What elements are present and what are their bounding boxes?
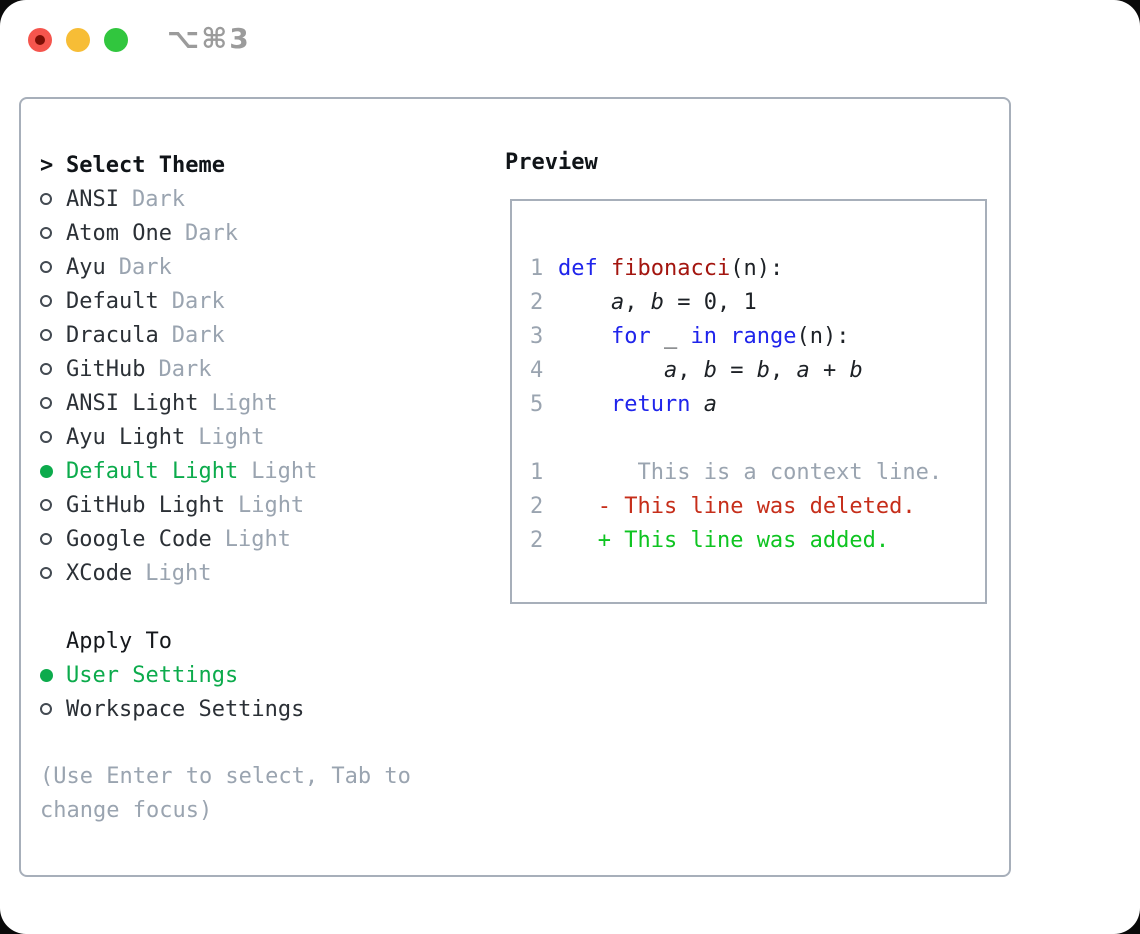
apply-to-option-workspace-settings[interactable]: Workspace Settings (40, 692, 490, 726)
preview-line: 5 return a (530, 388, 985, 422)
theme-option-default-light[interactable]: Default Light Light (40, 454, 490, 488)
line-number: 5 (530, 392, 544, 417)
apply-to-title: Apply To (66, 628, 172, 654)
radio-selected-icon (40, 464, 66, 478)
preview-title: Preview (505, 150, 598, 175)
preview-line (530, 422, 985, 456)
preview-line: 2 a, b = 0, 1 (530, 286, 985, 320)
line-number: 1 (530, 460, 544, 485)
theme-name: GitHub (66, 356, 146, 382)
preview-line: 2 - This line was deleted. (530, 490, 985, 524)
theme-variant: Dark (158, 356, 212, 382)
minimize-button[interactable] (66, 28, 90, 52)
radio-icon (40, 499, 66, 511)
line-number: 2 (530, 494, 544, 519)
traffic-lights (28, 28, 128, 52)
theme-option-github[interactable]: GitHub Dark (40, 352, 490, 386)
theme-option-ansi[interactable]: ANSI Dark (40, 182, 490, 216)
theme-option-google-code[interactable]: Google Code Light (40, 522, 490, 556)
theme-option-ayu[interactable]: Ayu Dark (40, 250, 490, 284)
theme-option-ansi-light[interactable]: ANSI Light Light (40, 386, 490, 420)
close-button[interactable] (28, 28, 52, 52)
radio-icon (40, 193, 66, 205)
theme-name: ANSI Light (66, 390, 199, 416)
theme-option-dracula[interactable]: Dracula Dark (40, 318, 490, 352)
theme-name: GitHub Light (66, 492, 225, 518)
theme-option-xcode[interactable]: XCode Light (40, 556, 490, 590)
preview-line: 2 + This line was added. (530, 524, 985, 558)
radio-icon (40, 261, 66, 273)
focus-pointer-icon: > (40, 152, 54, 178)
theme-name: Default Light (66, 458, 239, 484)
theme-option-github-light[interactable]: GitHub Light Light (40, 488, 490, 522)
window-shortcut-label: ⌥⌘3 (167, 22, 251, 55)
theme-variant: Dark (171, 288, 225, 314)
theme-variant: Light (198, 424, 265, 450)
radio-icon (40, 363, 66, 375)
preview-line: 3 for _ in range(n): (530, 320, 985, 354)
theme-name: Dracula (66, 322, 159, 348)
line-number: 2 (530, 528, 544, 553)
theme-variant: Light (251, 458, 318, 484)
apply-to-option-label: User Settings (66, 662, 239, 688)
theme-variant: Dark (118, 254, 172, 280)
theme-name: Atom One (66, 220, 172, 246)
radio-icon (40, 567, 66, 579)
apply-to-option-user-settings[interactable]: User Settings (40, 658, 490, 692)
theme-option-default[interactable]: Default Dark (40, 284, 490, 318)
spacer (40, 590, 490, 624)
select-theme-title: Select Theme (66, 152, 225, 178)
theme-name: Default (66, 288, 159, 314)
radio-selected-icon (40, 668, 66, 682)
theme-variant: Light (224, 526, 291, 552)
theme-option-ayu-light[interactable]: Ayu Light Light (40, 420, 490, 454)
select-theme-header: > Select Theme (40, 148, 490, 182)
radio-icon (40, 227, 66, 239)
theme-name: ANSI (66, 186, 119, 212)
theme-variant: Dark (131, 186, 185, 212)
apply-to-header: Apply To (40, 624, 490, 658)
line-number: 2 (530, 290, 544, 315)
radio-icon (40, 295, 66, 307)
titlebar: ⌥⌘3 (0, 0, 1140, 80)
theme-name: XCode (66, 560, 133, 586)
zoom-button[interactable] (104, 28, 128, 52)
theme-option-atom-one[interactable]: Atom One Dark (40, 216, 490, 250)
theme-variant: Light (145, 560, 212, 586)
theme-name: Google Code (66, 526, 212, 552)
radio-icon (40, 431, 66, 443)
line-number: 1 (530, 256, 544, 281)
keyboard-hint: (Use Enter to select, Tab to change focu… (40, 764, 411, 823)
radio-icon (40, 329, 66, 341)
preview-line: 1 This is a context line. (530, 456, 985, 490)
theme-variant: Dark (171, 322, 225, 348)
theme-variant: Light (237, 492, 305, 518)
radio-icon (40, 703, 66, 715)
theme-name: Ayu (66, 254, 106, 280)
theme-variant: Dark (184, 220, 238, 246)
radio-icon (40, 533, 66, 545)
line-number: 3 (530, 324, 544, 349)
theme-variant: Light (211, 390, 278, 416)
line-number: 4 (530, 358, 544, 383)
preview-line: 4 a, b = b, a + b (530, 354, 985, 388)
radio-icon (40, 397, 66, 409)
theme-name: Ayu Light (66, 424, 186, 450)
apply-to-option-label: Workspace Settings (66, 696, 305, 722)
